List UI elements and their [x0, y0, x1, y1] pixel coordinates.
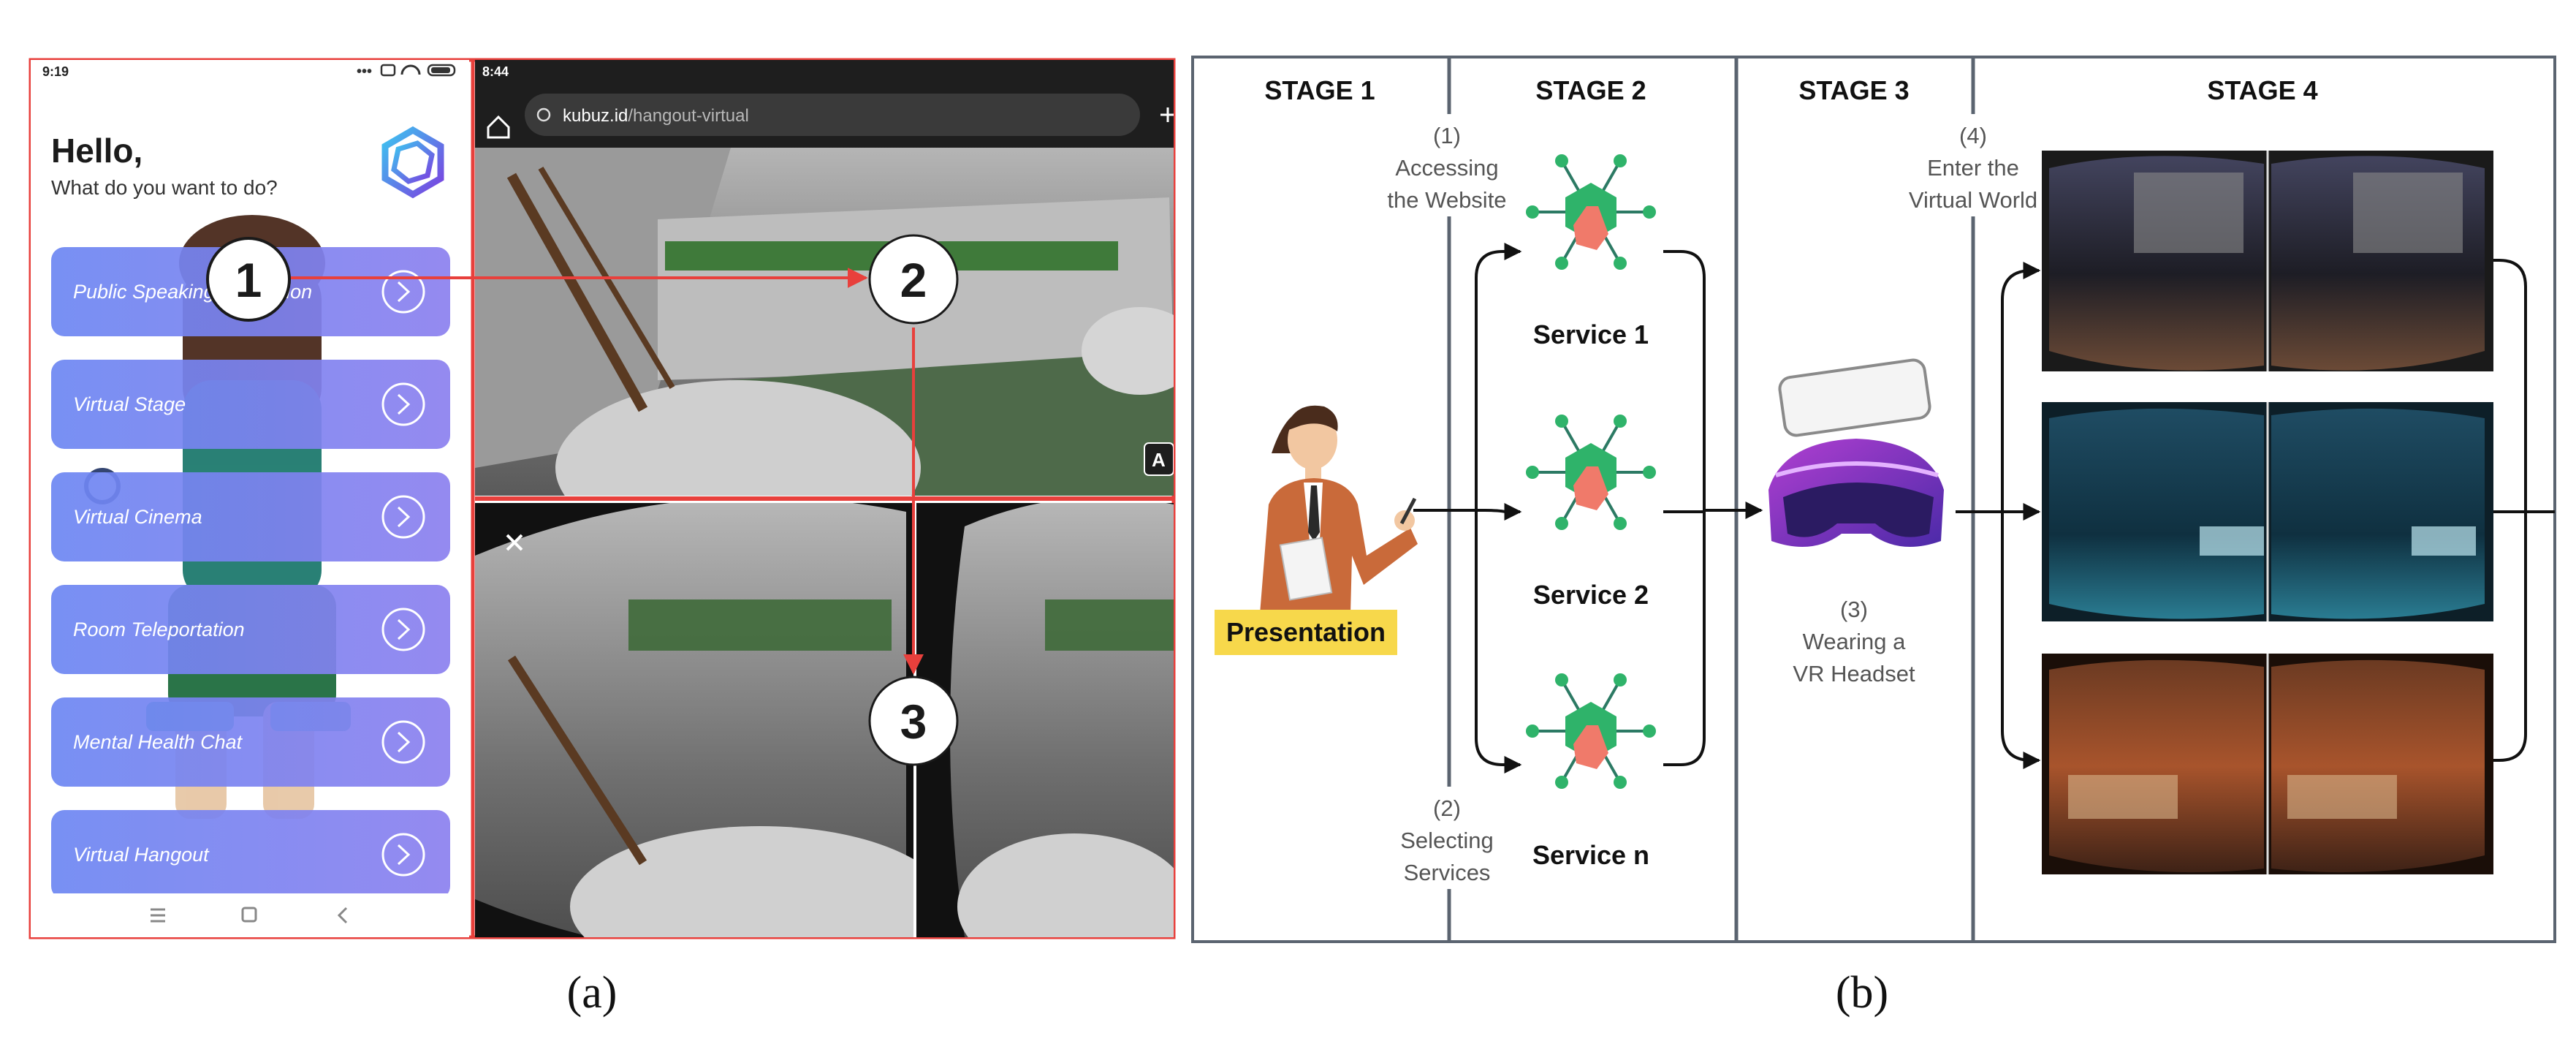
svg-text:(4): (4)	[1959, 123, 1987, 148]
svg-text:VR Headset: VR Headset	[1793, 661, 1915, 686]
chevron-right-icon	[381, 495, 425, 539]
tap-hand-icon	[1573, 206, 1608, 250]
menu-lines-icon[interactable]	[151, 908, 165, 923]
browser-badge: A	[1152, 449, 1166, 471]
phone-menu: Public Speaking Simulation Virtual Stage…	[51, 247, 450, 899]
vr-scene-1	[2042, 151, 2493, 371]
vr-scene-3	[2042, 654, 2493, 874]
menu-item-label: Mental Health Chat	[73, 731, 243, 753]
menu-item-label: Room Teleportation	[73, 619, 245, 640]
panel-b-caption: (b)	[1836, 968, 1888, 1018]
chevron-right-icon	[381, 270, 425, 314]
menu-item-label: Virtual Stage	[73, 393, 186, 415]
more-dots-icon: •••	[357, 64, 372, 80]
vr-left-eye	[475, 503, 913, 937]
step-marker-2: 2	[868, 234, 959, 325]
service-1	[1526, 154, 1656, 270]
phone-greeting: Hello,	[51, 132, 143, 170]
sim-icon	[380, 64, 396, 77]
browser-status-time: 8:44	[482, 64, 509, 79]
phone-status-icons: •••	[357, 64, 456, 80]
service-2-label: Service 2	[1533, 580, 1649, 610]
stage-3-header: STAGE 3	[1798, 75, 1909, 105]
chevron-right-icon	[381, 833, 425, 877]
stage-2-header: STAGE 2	[1535, 75, 1646, 105]
service-n-label: Service n	[1532, 840, 1649, 870]
svg-text:(1): (1)	[1433, 123, 1461, 148]
phone-screen: 9:19 ••• Hello, What do you want to do?	[31, 60, 469, 937]
step-4-annotation: (4) Enter the Virtual World	[1909, 114, 2040, 216]
panel-a: 9:19 ••• Hello, What do you want to do?	[29, 58, 1176, 1018]
vr-headset-icon	[1768, 439, 1944, 547]
chevron-right-icon	[381, 608, 425, 651]
stage-1-header: STAGE 1	[1264, 75, 1375, 105]
presentation-label: Presentation	[1215, 610, 1397, 655]
svg-text:1: 1	[235, 253, 262, 307]
browser-view: 8:44 kubuz.id/hangout-virtual A	[475, 60, 1175, 496]
phone-prompt: What do you want to do?	[51, 176, 278, 199]
vr-scene-2	[2042, 402, 2493, 621]
wifi-icon	[400, 64, 421, 75]
svg-text:Wearing a: Wearing a	[1803, 629, 1906, 654]
close-icon[interactable]	[506, 534, 523, 551]
menu-item-label: Virtual Cinema	[73, 506, 202, 528]
panel-b: STAGE 1 STAGE 2 STAGE 3 STAGE 4 (1) Acce…	[1191, 56, 2556, 1018]
smartphone-icon	[1778, 358, 1931, 437]
svg-text:2: 2	[900, 253, 927, 307]
step-marker-1: 1	[206, 237, 291, 322]
tap-hand-icon	[1573, 466, 1608, 510]
vr-right-eye	[916, 503, 1174, 937]
svg-text:the Website: the Website	[1387, 187, 1506, 213]
connectors-b	[1413, 243, 2555, 773]
step-marker-3: 3	[868, 676, 959, 766]
service-n	[1526, 673, 1656, 789]
svg-text:Selecting: Selecting	[1400, 828, 1494, 853]
menu-item-virtual-hangout[interactable]: Virtual Hangout	[51, 810, 450, 899]
step-2-annotation: (2) Selecting Services	[1378, 787, 1521, 889]
stage-headers: STAGE 1 STAGE 2 STAGE 3 STAGE 4	[1264, 75, 2317, 105]
battery-icon	[427, 64, 456, 77]
svg-text:Services: Services	[1404, 860, 1491, 885]
svg-text:(2): (2)	[1433, 795, 1461, 821]
stage-4-header: STAGE 4	[2207, 75, 2317, 105]
panel-a-caption: (a)	[567, 968, 618, 1018]
menu-item-virtual-stage[interactable]: Virtual Stage	[51, 360, 450, 449]
presenter-illustration	[1260, 405, 1418, 614]
service-2	[1526, 415, 1656, 530]
step-3-annotation: (3) Wearing a VR Headset	[1793, 597, 1915, 686]
phone-nav-bar	[151, 907, 348, 924]
hexagon-logo-icon	[381, 126, 444, 199]
home-icon[interactable]	[487, 115, 510, 139]
home-square-icon[interactable]	[241, 907, 257, 923]
step-1-annotation: (1) Accessing the Website	[1371, 114, 1524, 216]
site-settings-icon[interactable]	[536, 107, 551, 122]
chevron-right-icon	[381, 720, 425, 764]
menu-item-label: Virtual Hangout	[73, 844, 210, 866]
svg-text:Presentation: Presentation	[1226, 617, 1386, 647]
svg-text:3: 3	[900, 695, 927, 749]
url-bar[interactable]	[525, 94, 1140, 136]
back-chevron-icon[interactable]	[337, 907, 348, 924]
svg-text:Virtual World: Virtual World	[1909, 187, 2037, 213]
svg-text:(3): (3)	[1840, 597, 1868, 622]
step-arrows-a	[279, 268, 924, 675]
new-tab-icon[interactable]	[1160, 107, 1175, 122]
tap-hand-icon	[1573, 725, 1608, 769]
svg-text:Enter the: Enter the	[1927, 155, 2019, 181]
url-text: kubuz.id/hangout-virtual	[563, 106, 749, 126]
menu-item-virtual-cinema[interactable]: Virtual Cinema	[51, 472, 450, 561]
phone-status-time: 9:19	[42, 64, 69, 79]
menu-item-mental-health-chat[interactable]: Mental Health Chat	[51, 697, 450, 787]
menu-item-room-teleportation[interactable]: Room Teleportation	[51, 585, 450, 674]
service-1-label: Service 1	[1533, 319, 1649, 349]
chevron-right-icon	[381, 382, 425, 426]
svg-text:Accessing: Accessing	[1395, 155, 1498, 181]
